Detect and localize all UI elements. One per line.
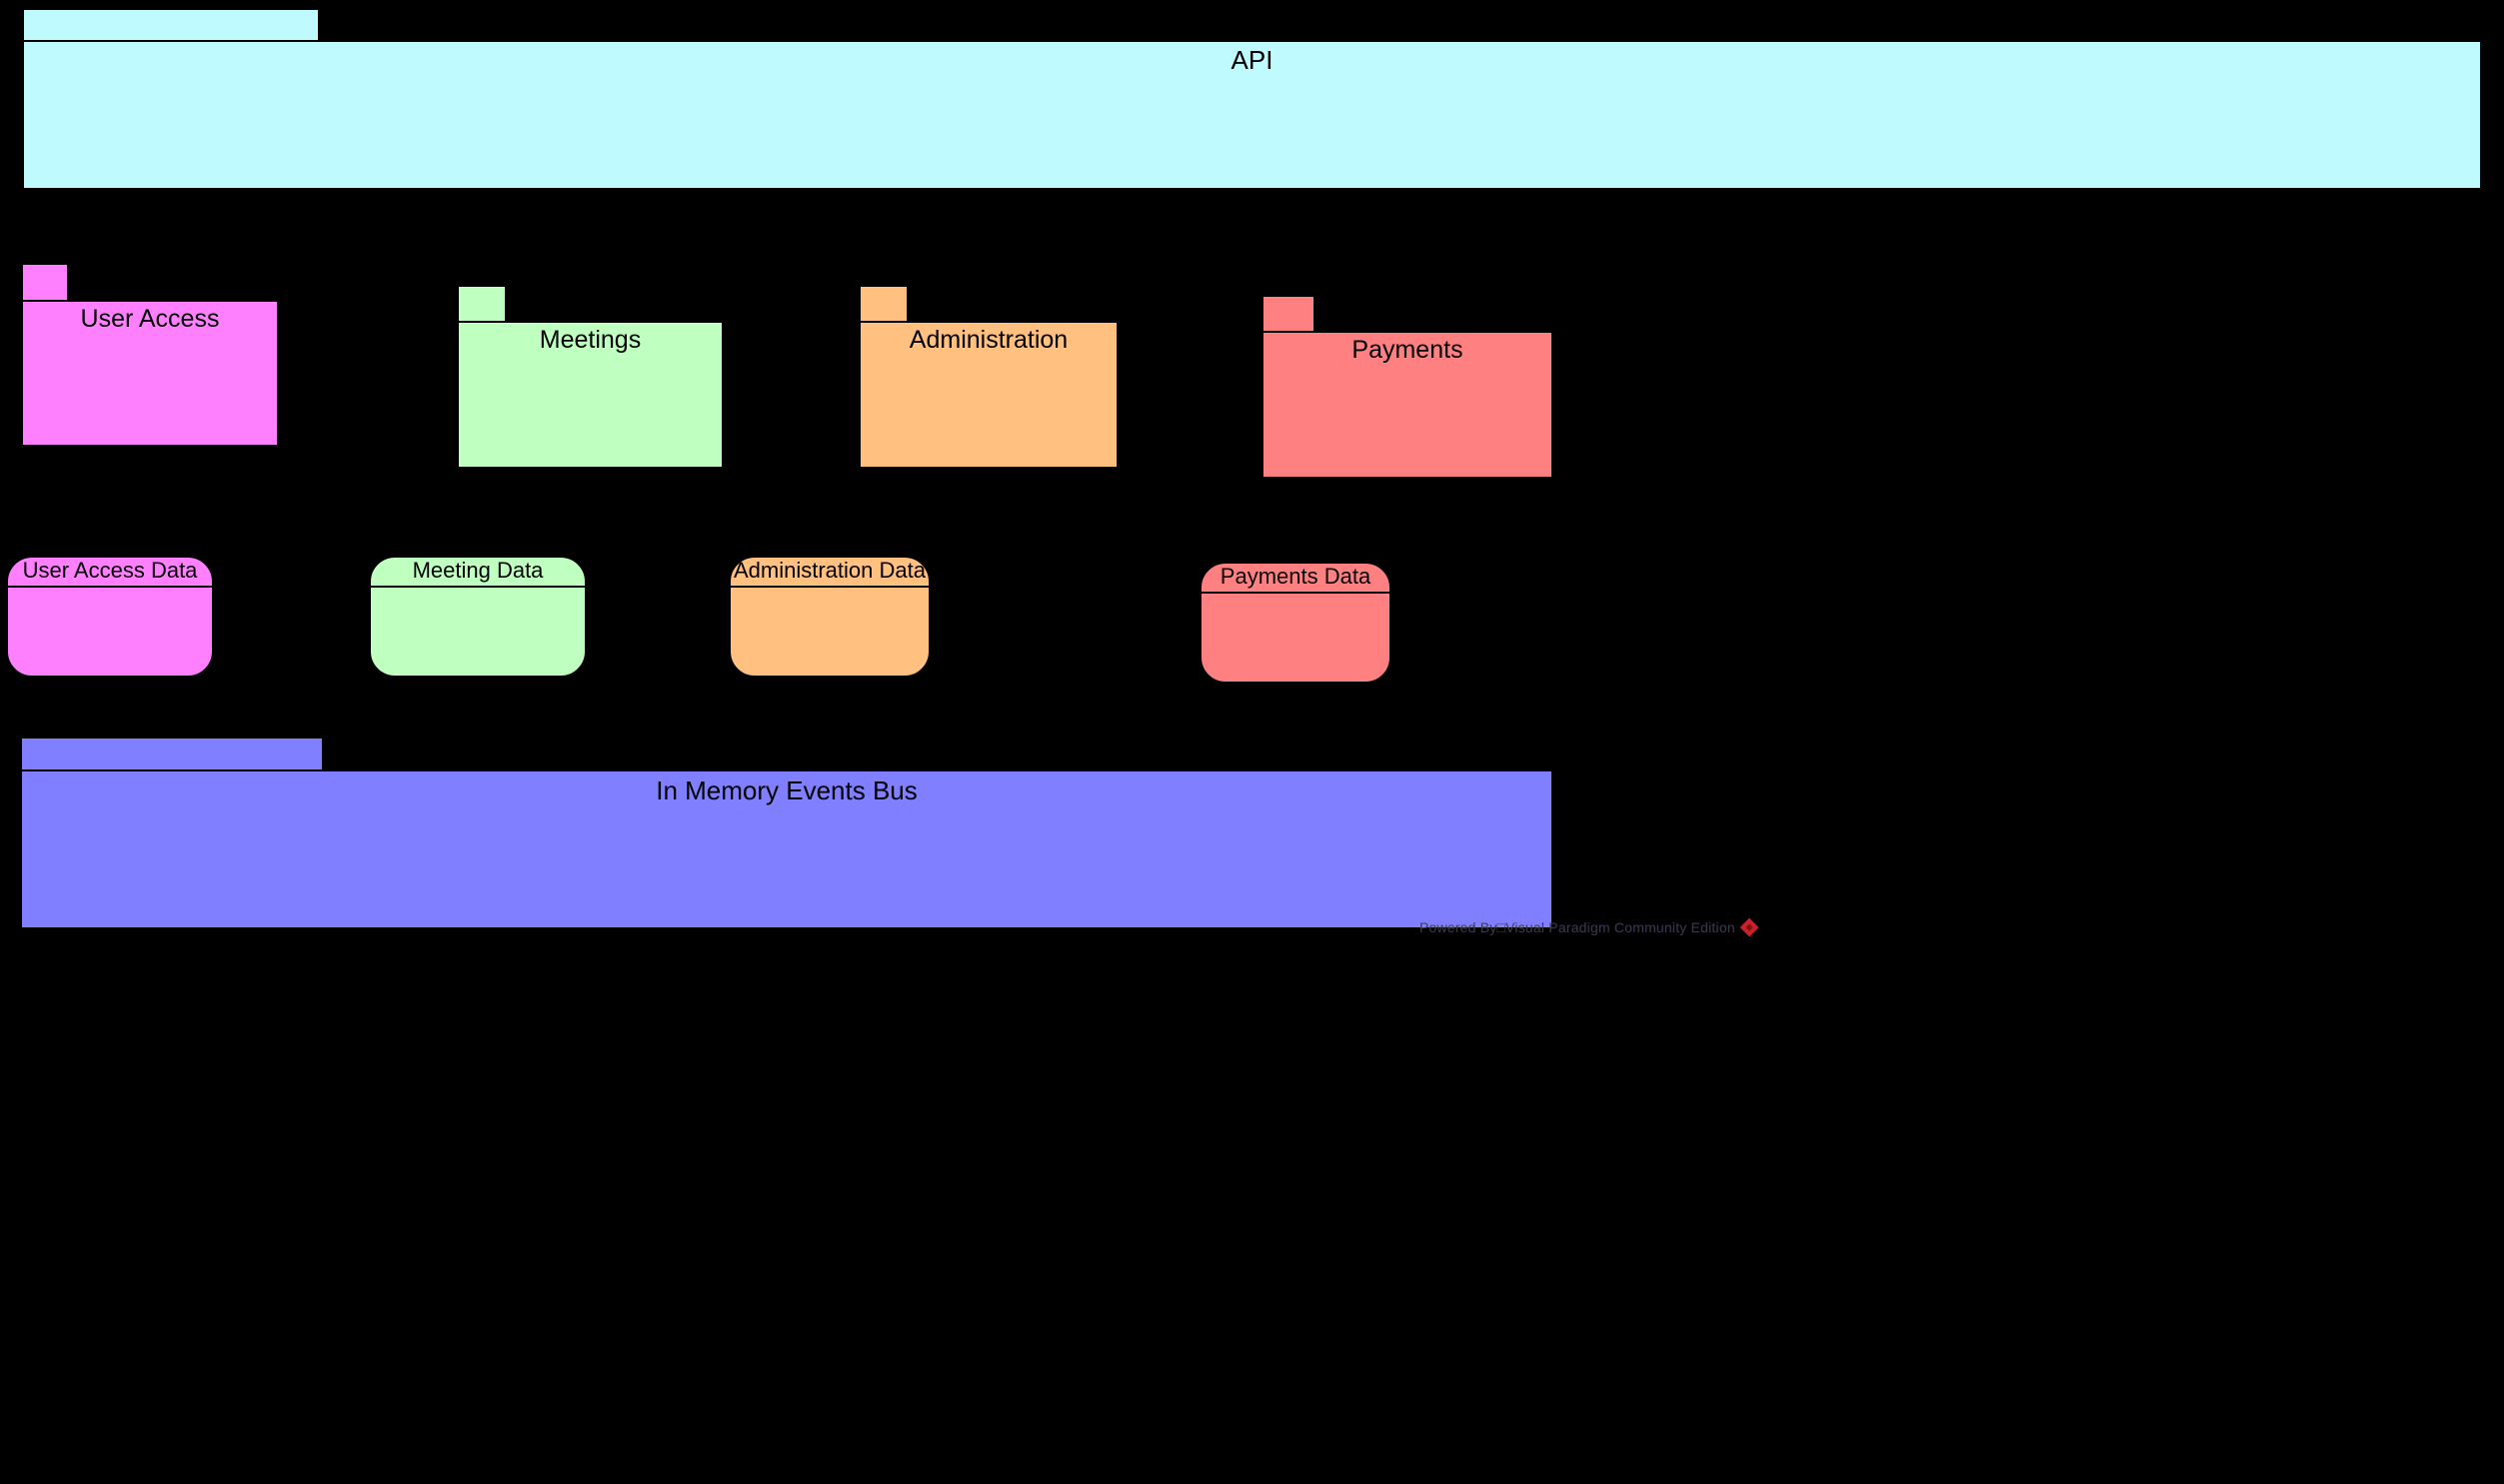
datastore-meeting-data[interactable]: Meeting Data: [369, 556, 587, 678]
datastore-user-access-data-label: User Access Data: [8, 558, 212, 588]
package-user-access-body: [21, 300, 279, 447]
datastore-meeting-data-label: Meeting Data: [371, 558, 585, 588]
datastore-payments-data-body: [1202, 594, 1389, 682]
package-meetings-tab: [457, 285, 507, 321]
package-api-body: [22, 40, 2482, 190]
package-payments-tab: [1261, 295, 1315, 331]
package-in-memory-events-bus-tab: [20, 737, 324, 769]
datastore-administration-data-label: Administration Data: [731, 558, 929, 588]
datastore-user-access-data-body: [8, 588, 212, 676]
package-api-tab: [22, 8, 320, 40]
datastore-payments-data[interactable]: Payments Data: [1200, 562, 1391, 684]
package-administration-body: [859, 321, 1119, 469]
datastore-payments-data-label: Payments Data: [1202, 564, 1389, 594]
package-in-memory-events-bus-body: [20, 769, 1553, 929]
package-user-access-tab: [21, 263, 69, 300]
package-administration-tab: [859, 285, 909, 321]
package-payments-body: [1261, 331, 1553, 479]
visual-paradigm-logo-icon: [1739, 917, 1759, 937]
datastore-administration-data[interactable]: Administration Data: [729, 556, 931, 678]
datastore-administration-data-body: [731, 588, 929, 676]
datastore-meeting-data-body: [371, 588, 585, 676]
datastore-user-access-data[interactable]: User Access Data: [6, 556, 214, 678]
package-meetings-body: [457, 321, 724, 469]
